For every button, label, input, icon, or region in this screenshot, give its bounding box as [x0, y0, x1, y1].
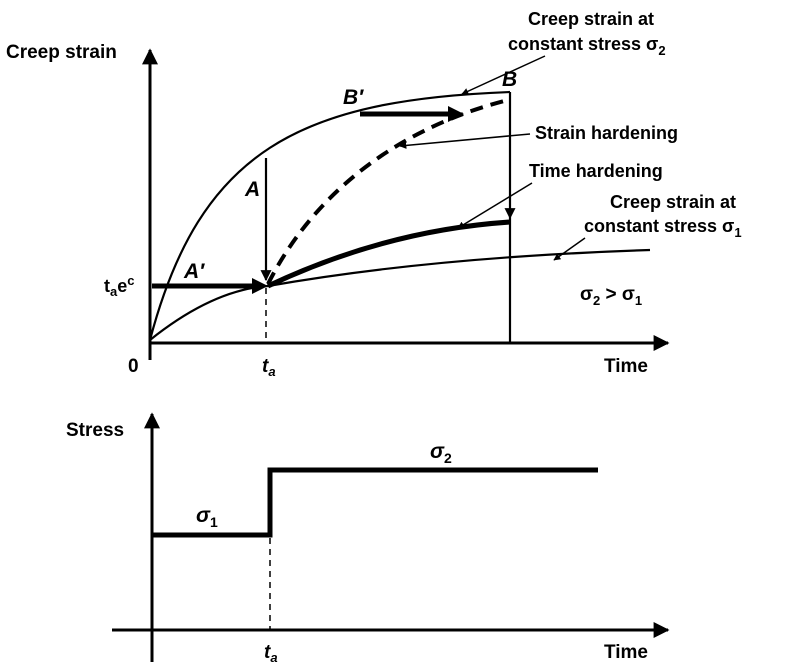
sigma1-level-label: σ1 [196, 504, 218, 530]
sigma2-level-label: σ2 [430, 440, 452, 466]
arrow-b-prime-head [448, 106, 464, 122]
strain-hardening-curve [266, 98, 509, 285]
time-hardening-curve [266, 219, 511, 289]
strain-hardening-label: Strain hardening [535, 123, 678, 143]
bottom-y-axis-label: Stress [66, 420, 124, 441]
sigma1-curve-label-line1: Creep strain at [610, 192, 736, 212]
bottom-x-axis-label: Time [604, 642, 648, 663]
sigma2-creep-curve [148, 90, 511, 341]
time-hardening-leader [457, 182, 533, 229]
top-x-axis-label: Time [604, 356, 648, 377]
point-a-prime-label: A′ [183, 260, 205, 283]
origin-label: 0 [128, 356, 139, 377]
point-a-label: A [244, 178, 260, 201]
top-ta-label: ta [262, 356, 276, 379]
sigma1-label-leader [553, 237, 586, 261]
sigma2-curve-label-line1: Creep strain at [528, 9, 654, 29]
bottom-ta-label: ta [264, 642, 278, 665]
stress-relation-label: σ2 > σ1 [580, 284, 642, 308]
top-chart: Creep strain Time 0 ta taec A A′ B′ B [6, 9, 742, 379]
point-b-prime-label: B′ [343, 86, 364, 109]
time-hardening-label: Time hardening [529, 161, 663, 181]
sigma1-creep-curve [149, 248, 651, 341]
sigma2-label-leader [461, 55, 546, 95]
sigma2-curve-label-line2: constant stress σ2 [508, 34, 666, 58]
strain-at-ta-label: taec [104, 273, 134, 299]
sigma1-curve-label-line2: constant stress σ1 [584, 216, 742, 240]
top-y-axis-label: Creep strain [6, 42, 117, 63]
stress-step-line [152, 467, 598, 538]
strain-hardening-leader [399, 133, 531, 149]
arrow-a-prime-head [252, 278, 268, 294]
bottom-chart: Stress Time ta σ1 σ2 [66, 412, 670, 665]
